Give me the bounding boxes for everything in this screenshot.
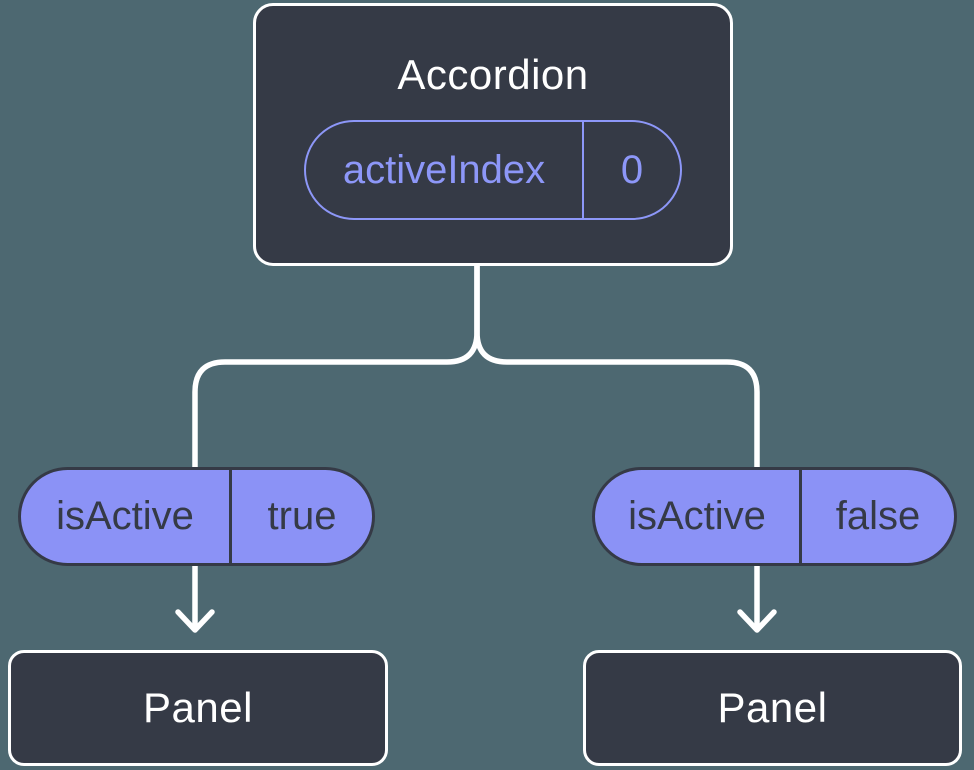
panel-node-right-title: Panel [717, 684, 828, 731]
prop-pill-right: isActive false [592, 467, 957, 566]
panel-node-left-title: Panel [143, 684, 253, 731]
arrow-down-icon-right [737, 609, 777, 633]
state-value: 0 [582, 122, 680, 218]
accordion-node: Accordion activeIndex 0 [253, 3, 733, 266]
state-name: activeIndex [342, 147, 546, 192]
connector-right-branch [474, 263, 760, 630]
arrow-down-icon-left [175, 609, 215, 633]
accordion-node-title: Accordion [397, 51, 589, 98]
prop-name-right: isActive [628, 494, 766, 538]
prop-name-left: isActive [56, 494, 194, 538]
connector-left-branch [192, 263, 480, 630]
panel-node-right: Panel [583, 650, 962, 766]
panel-node-left: Panel [8, 650, 388, 766]
prop-value-left: true [229, 470, 372, 563]
state-pill: activeIndex 0 [304, 120, 682, 220]
prop-pill-left: isActive true [18, 467, 375, 566]
prop-value-right: false [799, 470, 954, 563]
